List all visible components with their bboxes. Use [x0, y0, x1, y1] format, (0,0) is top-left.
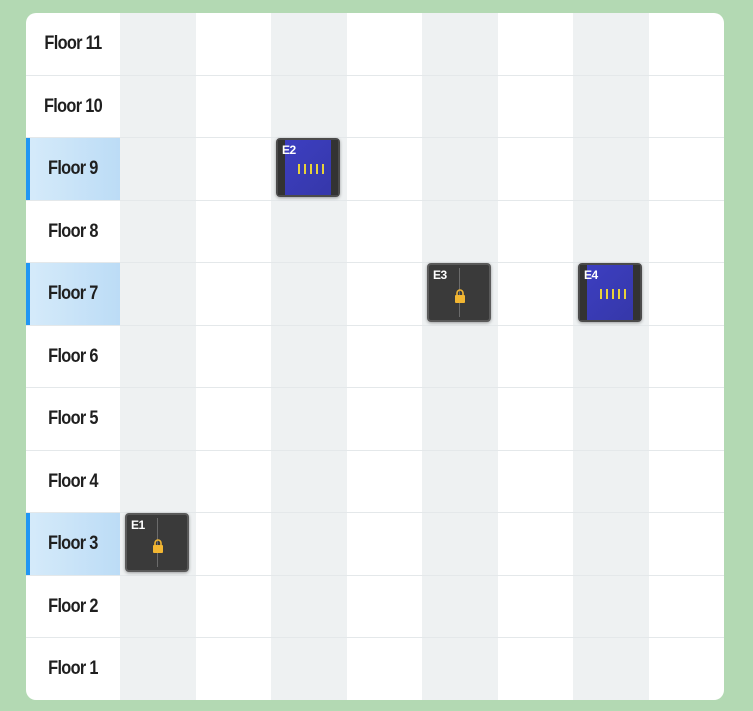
floor-divider — [26, 325, 724, 326]
passengers-icon — [600, 289, 626, 299]
floor-label-6[interactable]: Floor 6 — [48, 345, 98, 367]
shaft-column — [347, 13, 423, 700]
floor-divider — [26, 637, 724, 638]
floor-labels: Floor 11 Floor 10 Floor 9 Floor 8 Floor … — [26, 13, 120, 700]
floor-label-4[interactable]: Floor 4 — [48, 470, 98, 492]
elevator-id: E1 — [131, 518, 145, 532]
floor-label-9[interactable]: Floor 9 — [26, 138, 120, 201]
shaft-column — [573, 13, 649, 700]
shaft-column — [422, 13, 498, 700]
floor-divider — [26, 75, 724, 76]
elevator-id: E2 — [282, 143, 296, 157]
floor-label-11[interactable]: Floor 11 — [44, 33, 102, 55]
floor-label-5[interactable]: Floor 5 — [48, 408, 98, 430]
floor-label-8[interactable]: Floor 8 — [48, 220, 98, 242]
floor-divider — [26, 200, 724, 201]
elevator-id: E3 — [433, 268, 447, 282]
elevator-board: Floor 11 Floor 10 Floor 9 Floor 8 Floor … — [26, 13, 724, 700]
shaft-column — [271, 13, 347, 700]
elevator-id: E4 — [584, 268, 598, 282]
shaft-column — [196, 13, 272, 700]
lock-icon — [455, 289, 465, 303]
floor-divider — [26, 450, 724, 451]
door-seam — [157, 518, 158, 567]
floor-divider — [26, 262, 724, 263]
lock-icon — [153, 539, 163, 553]
door-seam — [459, 268, 460, 317]
floor-divider — [26, 575, 724, 576]
floor-label-10[interactable]: Floor 10 — [43, 95, 103, 117]
passengers-icon — [298, 164, 324, 174]
elevator-e2[interactable]: E2 — [276, 138, 340, 197]
elevator-e4[interactable]: E4 — [578, 263, 642, 322]
floor-divider — [26, 387, 724, 388]
floor-label-1[interactable]: Floor 1 — [48, 658, 98, 680]
shaft-column — [120, 13, 196, 700]
shaft-column — [649, 13, 725, 700]
floor-label-7[interactable]: Floor 7 — [26, 263, 120, 326]
floor-label-2[interactable]: Floor 2 — [48, 595, 98, 617]
floor-label-3[interactable]: Floor 3 — [26, 513, 120, 576]
floor-divider — [26, 512, 724, 513]
elevator-e3[interactable]: E3 — [427, 263, 491, 322]
elevator-e1[interactable]: E1 — [125, 513, 189, 572]
floor-divider — [26, 137, 724, 138]
shaft-column — [498, 13, 574, 700]
